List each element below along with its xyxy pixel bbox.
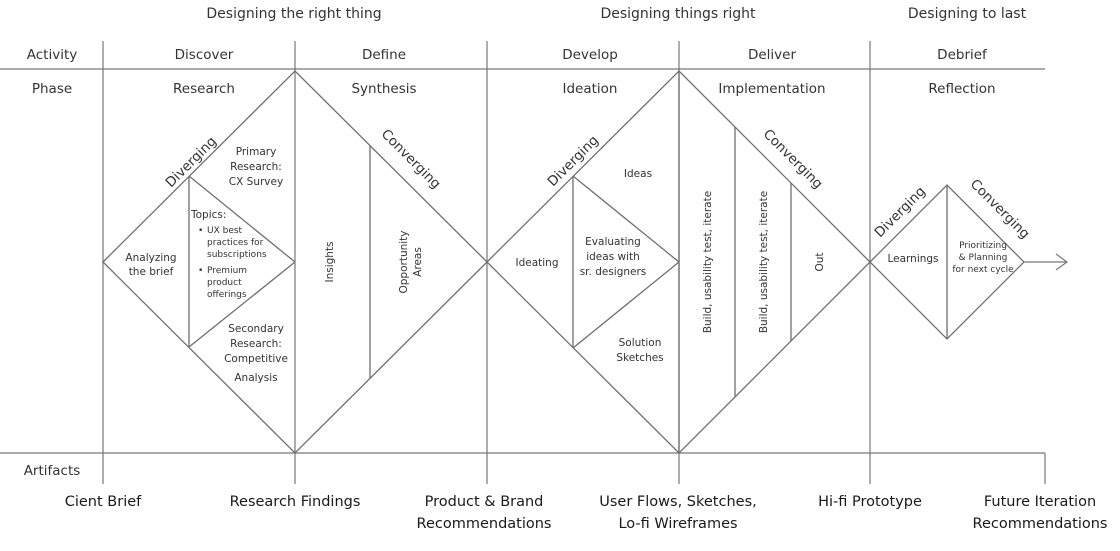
evaluating-line-2: ideas with	[586, 251, 640, 263]
evaluating-line-1: Evaluating	[585, 236, 641, 248]
diamond-2-converging-label: Converging	[760, 126, 826, 192]
artifact-product-brand-line-2: Recommendations	[417, 516, 552, 532]
phase-reflection: Reflection	[928, 81, 995, 97]
activity-discover: Discover	[175, 47, 234, 63]
analyzing-brief-line-2: the brief	[129, 266, 174, 278]
phase-implementation: Implementation	[718, 81, 825, 97]
learnings-label: Learnings	[887, 253, 938, 265]
topic-2-line-2: product	[207, 278, 242, 288]
artifact-user-flows-line-1: User Flows, Sketches,	[599, 494, 756, 510]
build-test-iterate-2: Build, usability test, iterate	[758, 191, 770, 333]
secondary-research-line-1: Secondary	[228, 323, 284, 335]
activity-define: Define	[362, 47, 406, 63]
activity-debrief: Debrief	[937, 47, 988, 63]
topic-2-line-3: offerings	[207, 290, 247, 300]
diamond-1-converging-label: Converging	[378, 126, 444, 192]
goal-label-2: Designing things right	[600, 6, 756, 22]
phase-research: Research	[173, 81, 235, 97]
next-cycle-arrow-icon	[1055, 253, 1069, 271]
topic-bullet-2: •	[198, 266, 203, 276]
opportunity-areas-line-1: Opportunity	[398, 230, 410, 293]
topic-1-line-1: UX best	[207, 226, 243, 236]
topic-bullet-1: •	[198, 226, 203, 236]
goal-label-3: Designing to last	[908, 6, 1027, 22]
solution-sketches-line-2: Sketches	[616, 352, 663, 364]
artifact-future-iteration-line-2: Recommendations	[973, 516, 1108, 532]
secondary-research-line-2: Research:	[230, 338, 282, 350]
primary-research-line-1: Primary	[236, 146, 277, 158]
analyzing-brief-line-1: Analyzing	[125, 252, 176, 264]
opportunity-areas-line-2: Areas	[412, 247, 424, 277]
solution-sketches-line-1: Solution	[619, 337, 662, 349]
diamond-1-diverging-label: Diverging	[162, 133, 219, 190]
ideating-label: Ideating	[515, 257, 558, 269]
ideas-label: Ideas	[624, 168, 652, 180]
prioritizing-line-3: for next cycle	[952, 265, 1014, 275]
artifact-future-iteration-line-1: Future Iteration	[984, 494, 1096, 510]
evaluating-line-3: sr. designers	[580, 266, 647, 278]
primary-research-line-3: CX Survey	[229, 176, 283, 188]
diamond-3-converging-label: Converging	[967, 176, 1033, 242]
phase-synthesis: Synthesis	[351, 81, 416, 97]
activity-develop: Develop	[562, 47, 618, 63]
topic-2-line-1: Premium	[207, 266, 247, 276]
row-label-artifacts: Artifacts	[24, 463, 81, 479]
prioritizing-line-1: Prioritizing	[959, 241, 1007, 251]
artifact-research-findings: Research Findings	[230, 494, 361, 510]
prioritizing-line-2: & Planning	[959, 253, 1008, 263]
activity-deliver: Deliver	[748, 47, 796, 63]
phase-ideation: Ideation	[563, 81, 618, 97]
artifact-user-flows-line-2: Lo-fi Wireframes	[618, 516, 737, 532]
diamond-2-inner-upper	[572, 175, 680, 263]
secondary-research-line-3: Competitive	[224, 353, 288, 365]
diamond-1-inner-lower	[188, 261, 296, 348]
artifact-product-brand-line-1: Product & Brand	[425, 494, 544, 510]
topics-title: Topics:	[190, 209, 226, 221]
goal-label-1: Designing the right thing	[206, 6, 381, 22]
artifact-client-brief: Cient Brief	[65, 494, 142, 510]
diamond-1-inner-upper	[188, 175, 296, 263]
insights-label: Insights	[324, 241, 336, 282]
topic-1-line-2: practices for	[207, 238, 264, 248]
row-label-activity: Activity	[27, 47, 78, 63]
artifact-hifi-prototype: Hi-fi Prototype	[818, 494, 922, 510]
out-label: Out	[814, 252, 826, 271]
topic-1-line-3: subscriptions	[207, 250, 267, 260]
row-label-phase: Phase	[32, 81, 72, 97]
build-test-iterate-1: Build, usability test, iterate	[702, 191, 714, 333]
primary-research-line-2: Research:	[230, 161, 282, 173]
secondary-research-line-4: Analysis	[234, 372, 277, 384]
diamond-2-inner-lower	[572, 261, 680, 349]
